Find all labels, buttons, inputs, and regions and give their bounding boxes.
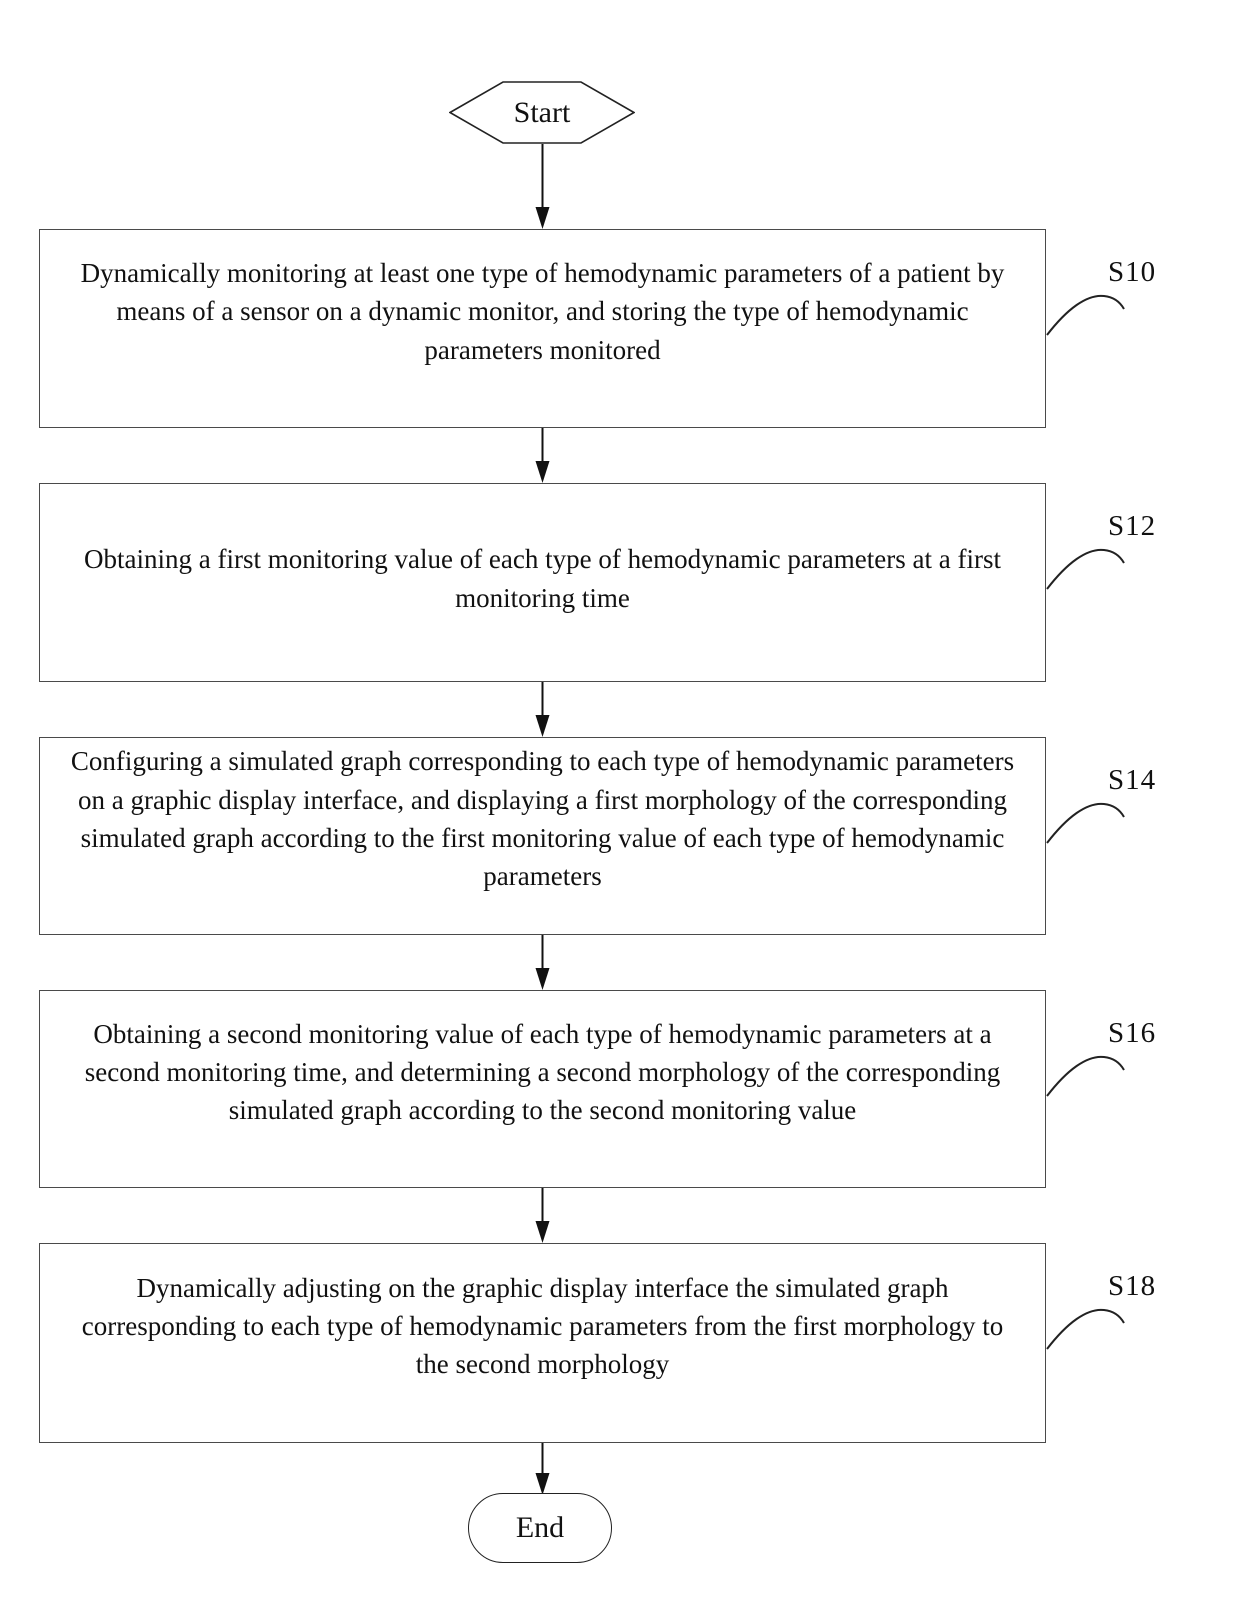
step-box-s12: Obtaining a first monitoring value of ea… (39, 483, 1046, 682)
step-ref-s16: S16 (1042, 1015, 1212, 1107)
hexagon-shape (449, 81, 635, 144)
step-text-s14: Configuring a simulated graph correspond… (70, 746, 1015, 892)
step-ref-s18: S18 (1042, 1268, 1212, 1360)
end-terminator: End (468, 1493, 612, 1563)
step-text-s10: Dynamically monitoring at least one type… (80, 258, 1005, 365)
end-label: End (515, 1511, 565, 1544)
step-ref-s12: S12 (1042, 508, 1212, 600)
leader-curve (1046, 294, 1125, 336)
step-ref-label: S18 (1108, 1270, 1157, 1302)
step-ref-label: S14 (1108, 764, 1157, 796)
step-box-s16: Obtaining a second monitoring value of e… (39, 990, 1046, 1188)
step-ref-s10: S10 (1042, 254, 1212, 346)
step-box-s14: Configuring a simulated graph correspond… (39, 737, 1046, 935)
step-ref-label: S10 (1108, 256, 1157, 288)
flow-arrow (535, 682, 550, 737)
step-ref-s14: S14 (1042, 762, 1212, 854)
leader-curve (1046, 802, 1125, 844)
step-text-s18: Dynamically adjusting on the graphic dis… (81, 1272, 1004, 1380)
flow-arrow (535, 1443, 550, 1495)
leader-curve (1046, 1308, 1125, 1350)
flow-arrow (535, 144, 550, 229)
step-box-s18: Dynamically adjusting on the graphic dis… (39, 1243, 1046, 1443)
leader-curve (1046, 548, 1125, 590)
start-terminator: Start (449, 81, 635, 144)
step-box-s10: Dynamically monitoring at least one type… (39, 229, 1046, 428)
step-text-s12: Obtaining a first monitoring value of ea… (84, 544, 1001, 613)
flow-arrow (535, 935, 550, 990)
flow-arrow (535, 428, 550, 483)
flow-arrow (535, 1188, 550, 1243)
step-text-s16: Obtaining a second monitoring value of e… (84, 1018, 1001, 1126)
step-ref-label: S16 (1108, 1017, 1157, 1049)
step-ref-label: S12 (1108, 510, 1157, 542)
start-label: Start (513, 95, 571, 129)
leader-curve (1046, 1055, 1125, 1097)
